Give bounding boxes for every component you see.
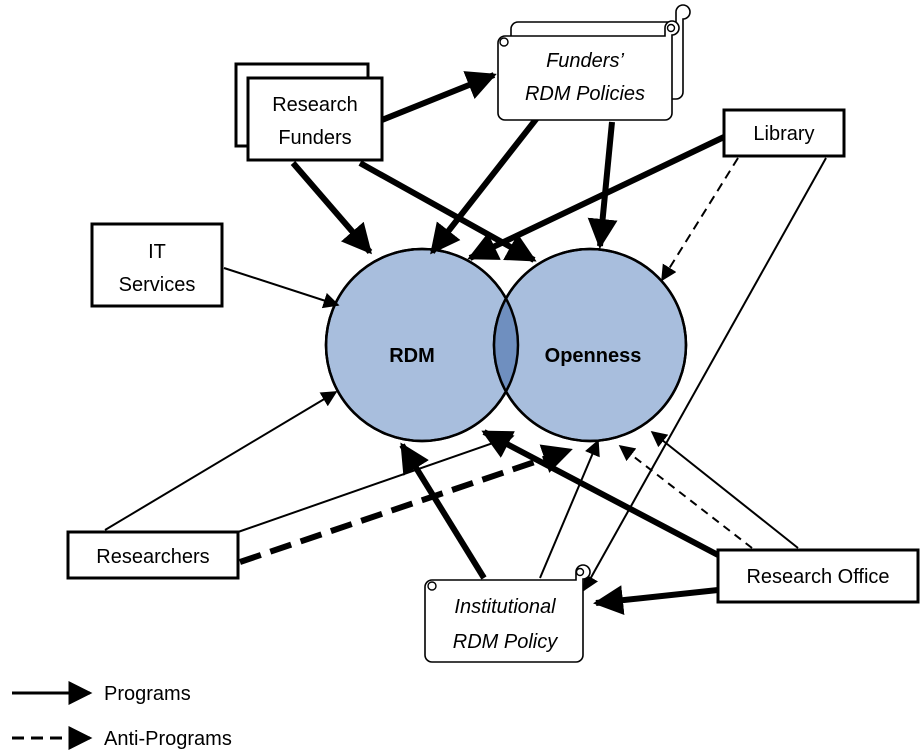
edge-research-office-to-institutional-policy [593,585,719,616]
edge-library-to-openness-anti [661,157,739,282]
edge-policies-to-openness [587,121,618,249]
edge-policies-to-rdm [429,116,540,255]
it-services-line1: IT [148,241,166,263]
edge-library-to-institutional-policy [583,157,827,592]
edge-researchers-to-openness [237,433,515,533]
edge-funders-to-policies [380,71,497,123]
edge-researchers-to-rdm [104,391,338,531]
edge-it-to-rdm [223,267,340,309]
it-services-node: IT Services [90,222,224,308]
it-services-line2: Services [119,274,196,296]
research-funders-node: Research Funders [234,62,384,162]
research-office-node: Research Office [716,548,920,604]
library-label: Library [753,123,814,145]
edge-research-office-to-rdm [481,429,720,558]
edge-funders-to-rdm [290,161,373,255]
anti-program-edges [239,157,753,565]
funders-policies-node: Funders’ RDM Policies [497,4,691,121]
edge-institutional-policy-to-openness [539,439,600,579]
researchers-node: Researchers [66,530,240,580]
edge-funders-to-openness [358,160,537,263]
edge-library-to-rdm [467,134,726,261]
edge-research-office-to-openness-anti [618,445,753,549]
research-funders-line2: Funders [278,127,351,149]
rdm-label: RDM [389,345,435,367]
research-office-label: Research Office [746,566,889,588]
legend-anti-programs-label: Anti-Programs [104,728,232,750]
funders-policies-line1: Funders’ [546,50,624,72]
program-edges [104,71,827,616]
researchers-label: Researchers [96,546,209,568]
institutional-policy-node: Institutional RDM Policy [424,564,591,663]
institutional-policy-line1: Institutional [454,596,556,618]
funders-policies-line2: RDM Policies [525,83,645,105]
legend-programs-label: Programs [104,683,191,705]
research-funders-line1: Research [272,94,358,116]
library-node: Library [722,108,846,158]
legend: Programs Anti-Programs [12,681,232,750]
institutional-policy-line2: RDM Policy [453,631,558,653]
edge-research-office-to-openness [650,431,799,549]
openness-label: Openness [545,345,642,367]
edge-institutional-policy-to-rdm [399,442,487,580]
edge-researchers-to-openness-anti [239,444,573,565]
